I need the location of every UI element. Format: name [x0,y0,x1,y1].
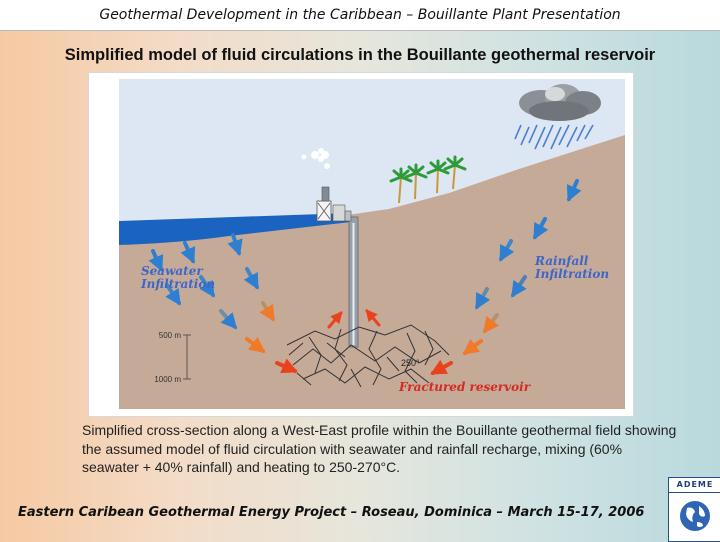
seawater-infiltration-arrows [148,233,298,374]
ademe-logo: ADEME [668,477,720,542]
ademe-logo-text: ADEME [669,478,720,493]
rainfall-lines [514,124,594,150]
rainfall-label-line1: Rainfall [534,254,589,268]
depth-label-1000: 1000 m [154,375,181,384]
sea [119,213,351,247]
fractured-reservoir-network [286,324,450,388]
globe-icon [680,501,710,531]
palm-trees-icon [389,155,467,204]
cross-section-diagram: 500 m 1000 m [119,79,625,409]
rain-cloud-icon [519,84,601,121]
power-plant-icon [316,186,352,222]
depth-label-500: 500 m [159,331,182,340]
geothermal-cross-section-figure: 500 m 1000 m [88,72,634,417]
temperature-label: 250° [401,358,420,368]
slide-header: Geothermal Development in the Caribbean … [0,0,720,31]
seawater-label-line1: Seawater [141,264,204,278]
rainfall-infiltration-arrows [430,179,582,375]
seawater-label-line2: Infiltration [140,277,215,291]
figure-caption: Simplified cross-section along a West-Ea… [82,422,677,475]
upflow-arrows [327,309,381,329]
ground [119,135,625,409]
rainfall-label-line2: Infiltration [534,267,609,281]
steam-plume-icon [301,148,330,169]
fractured-reservoir-label: Fractured reservoir [398,380,532,394]
slide-title: Simplified model of fluid circulations i… [64,46,656,64]
slide-footer: Eastern Caribean Geothermal Energy Proje… [18,505,645,520]
